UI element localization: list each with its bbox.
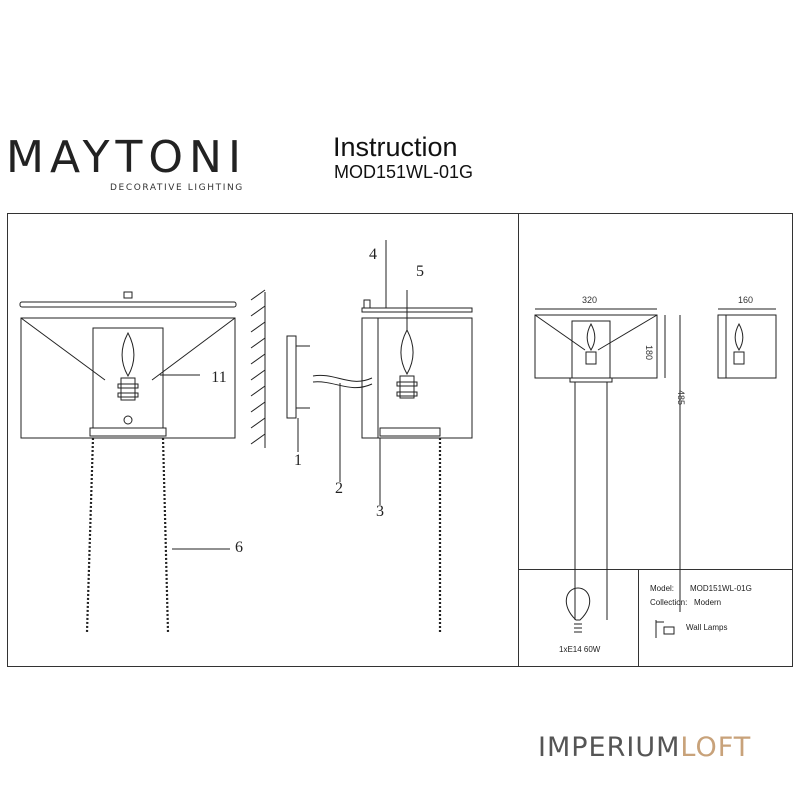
- watermark: IMPERIUMLOFT: [538, 734, 751, 761]
- dim-total-height: 485: [676, 390, 686, 406]
- watermark-part2: LOFT: [680, 732, 752, 763]
- callout-4: 4: [369, 246, 377, 263]
- brand-logo: MAYTONI: [6, 132, 247, 183]
- info-divider: [638, 569, 639, 667]
- dim-width: 320: [582, 295, 598, 305]
- callout-3: 3: [376, 503, 384, 520]
- document-title: Instruction: [333, 132, 458, 162]
- document-model-code: MOD151WL-01G: [334, 162, 474, 182]
- watermark-part1: IMPERIUM: [538, 732, 681, 763]
- collection-value: Modern: [694, 598, 722, 607]
- wall-lamp-icon: [655, 620, 675, 638]
- dim-depth: 160: [738, 295, 754, 305]
- callout-1: 1: [294, 452, 302, 469]
- drawing-frame: [7, 213, 793, 667]
- model-label: Model:: [650, 584, 675, 593]
- wall-hatch: [250, 289, 266, 448]
- model-value: MOD151WL-01G: [690, 584, 752, 593]
- callout-5: 5: [416, 263, 424, 280]
- brand-tagline: DECORATIVE LIGHTING: [110, 183, 244, 193]
- frame-divider-horizontal: [518, 569, 793, 570]
- category-label: Wall Lamps: [686, 623, 728, 632]
- dim-shade-height: 180: [644, 345, 654, 361]
- bulb-icon: [565, 587, 591, 633]
- shade-front-view: [19, 291, 237, 439]
- frame-divider-vertical: [518, 213, 519, 667]
- callout-11: 11: [211, 369, 227, 386]
- callout-2: 2: [335, 480, 343, 497]
- bulb-spec: 1xE14 60W: [559, 645, 601, 654]
- bead-chains: [85, 437, 442, 633]
- callout-6: 6: [235, 539, 243, 556]
- collection-label: Collection:: [650, 598, 688, 607]
